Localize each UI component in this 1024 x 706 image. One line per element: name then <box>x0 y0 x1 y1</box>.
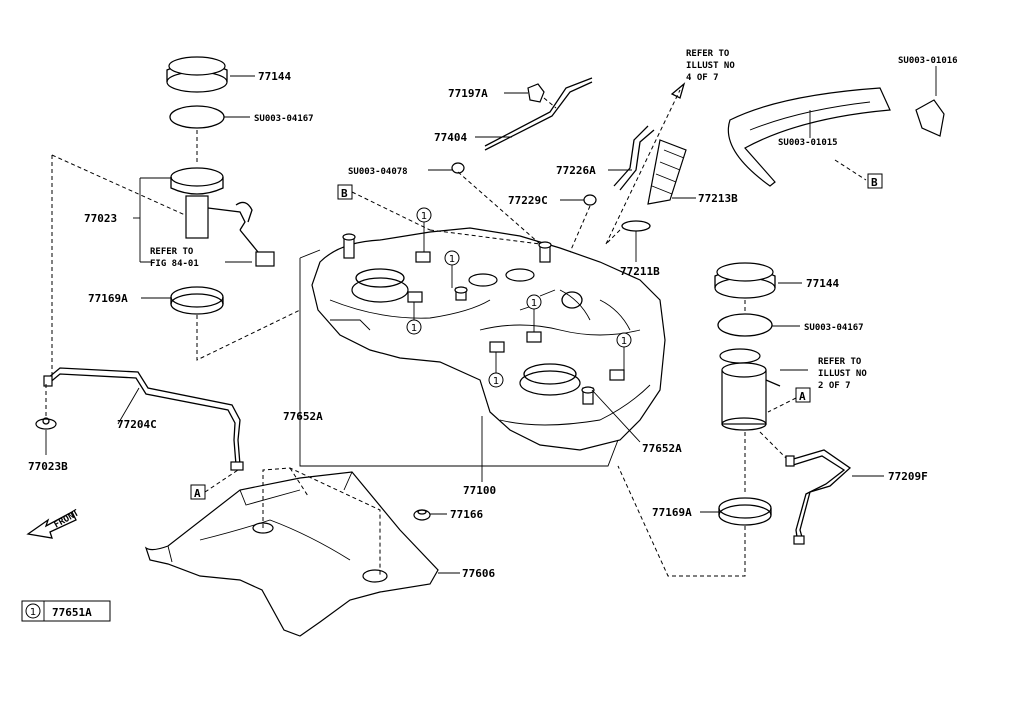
label-77404[interactable]: 77404 <box>434 131 467 144</box>
callout-circle-3: 1 <box>406 319 422 335</box>
pipe-stub-center[interactable] <box>454 286 468 301</box>
box-a-left-letter: A <box>194 487 201 500</box>
label-77606[interactable]: 77606 <box>462 567 495 580</box>
grommet-77166[interactable] <box>413 509 431 521</box>
reference-box-a-right <box>795 387 811 403</box>
label-77213b[interactable]: 77213B <box>698 192 738 205</box>
callout-circle-5: 1 <box>488 372 504 388</box>
sub-fuel-pump-assembly[interactable] <box>719 348 781 431</box>
front-label: FRONT <box>53 508 82 530</box>
front-arrow-icon <box>26 511 77 539</box>
callout-circle-1: 1 <box>416 207 432 223</box>
clip-77197a[interactable] <box>527 83 545 103</box>
clip-su003-04078[interactable] <box>451 162 465 174</box>
reference-box-b-right <box>867 173 883 189</box>
clip-77651a-5[interactable] <box>609 369 625 381</box>
callout-circle-2: 1 <box>444 250 460 266</box>
refer-illust4-line2: ILLUST NO <box>686 61 735 71</box>
label-77144-top[interactable]: 77144 <box>258 70 291 83</box>
filler-neck-pipe-center[interactable] <box>538 241 552 263</box>
refer-illust2-line1: REFER TO <box>818 357 862 367</box>
clamp-77229c[interactable] <box>583 194 597 206</box>
label-77229c[interactable]: 77229C <box>508 194 548 207</box>
label-su003-04167-right[interactable]: SU003-04167 <box>804 323 864 333</box>
heat-insulator-77606[interactable] <box>144 471 439 637</box>
refer-illust2-line2: ILLUST NO <box>818 369 867 379</box>
refer-illust2-line3: 2 OF 7 <box>818 381 851 391</box>
fuel-sender-gauge-ring-top-left[interactable] <box>166 56 228 93</box>
label-77652a-right[interactable]: 77652A <box>642 442 682 455</box>
box-b-right-letter: B <box>871 176 878 189</box>
refer-arrow-icon <box>670 82 686 99</box>
pipe-stub-lower[interactable] <box>581 386 595 405</box>
callout-circle-6: 1 <box>616 332 632 348</box>
svg-text:1: 1 <box>449 254 455 265</box>
label-77166[interactable]: 77166 <box>450 508 483 521</box>
label-77197a[interactable]: 77197A <box>448 87 488 100</box>
refer-fig-line2: FIG 84-01 <box>150 259 199 269</box>
label-77144-right[interactable]: 77144 <box>806 277 839 290</box>
hose-77226a[interactable] <box>613 125 655 191</box>
gasket-ring-right[interactable] <box>717 313 773 337</box>
svg-text:1: 1 <box>493 376 499 387</box>
label-su003-01015[interactable]: SU003-01015 <box>778 138 838 148</box>
fuel-tank-77100[interactable] <box>311 227 666 451</box>
clamp-77211b[interactable] <box>621 220 651 232</box>
clip-77651a-1[interactable] <box>415 251 431 263</box>
clip-77651a-4[interactable] <box>526 331 542 343</box>
callout-circle-4: 1 <box>526 294 542 310</box>
svg-text:1: 1 <box>531 298 537 309</box>
bracket-su003-01016[interactable] <box>915 99 945 137</box>
gasket-ring-top-left[interactable] <box>169 105 225 129</box>
label-77100[interactable]: 77100 <box>463 484 496 497</box>
label-77169a-left[interactable]: 77169A <box>88 292 128 305</box>
vent-tube-77404[interactable] <box>484 77 593 151</box>
legend-part-number[interactable]: 77651A <box>52 606 92 619</box>
svg-text:1: 1 <box>621 336 627 347</box>
label-su003-01016[interactable]: SU003-01016 <box>898 56 958 66</box>
refer-fig-line1: REFER TO <box>150 247 194 257</box>
svg-text:1: 1 <box>421 211 427 222</box>
filler-neck-pipe-left[interactable] <box>342 233 356 259</box>
svg-text:1: 1 <box>411 323 417 334</box>
label-77169a-right[interactable]: 77169A <box>652 506 692 519</box>
label-77209f[interactable]: 77209F <box>888 470 928 483</box>
fuel-tank-band-su003-01015[interactable] <box>727 87 891 187</box>
label-77226a[interactable]: 77226A <box>556 164 596 177</box>
label-su003-04078[interactable]: SU003-04078 <box>348 167 408 177</box>
fuel-tube-77204c[interactable] <box>43 367 244 471</box>
gasket-77169a-right[interactable] <box>718 497 772 526</box>
label-77023b[interactable]: 77023B <box>28 460 68 473</box>
refer-illust4-line1: REFER TO <box>686 49 730 59</box>
legend-circle-number: 1 <box>30 607 36 618</box>
fuel-tube-77209f[interactable] <box>785 449 852 545</box>
box-a-right-letter: A <box>799 390 806 403</box>
box-b-left-letter: B <box>341 187 348 200</box>
label-77204c[interactable]: 77204C <box>117 418 157 431</box>
gasket-77169a-left[interactable] <box>170 286 224 315</box>
clip-77651a-3[interactable] <box>489 341 505 353</box>
clip-77651a-2[interactable] <box>407 291 423 303</box>
label-77211b[interactable]: 77211B <box>620 265 660 278</box>
label-77023[interactable]: 77023 <box>84 212 117 225</box>
legend-box <box>21 600 111 622</box>
label-77652a-left[interactable]: 77652A <box>283 410 323 423</box>
label-su003-04167-top[interactable]: SU003-04167 <box>254 114 314 124</box>
fuel-pump-assembly[interactable] <box>170 167 275 267</box>
fuel-sender-gauge-ring-right[interactable] <box>714 262 776 299</box>
refer-illust4-line3: 4 OF 7 <box>686 73 719 83</box>
filler-hose-77213b[interactable] <box>647 139 687 205</box>
grommet-77023b[interactable] <box>35 417 57 430</box>
